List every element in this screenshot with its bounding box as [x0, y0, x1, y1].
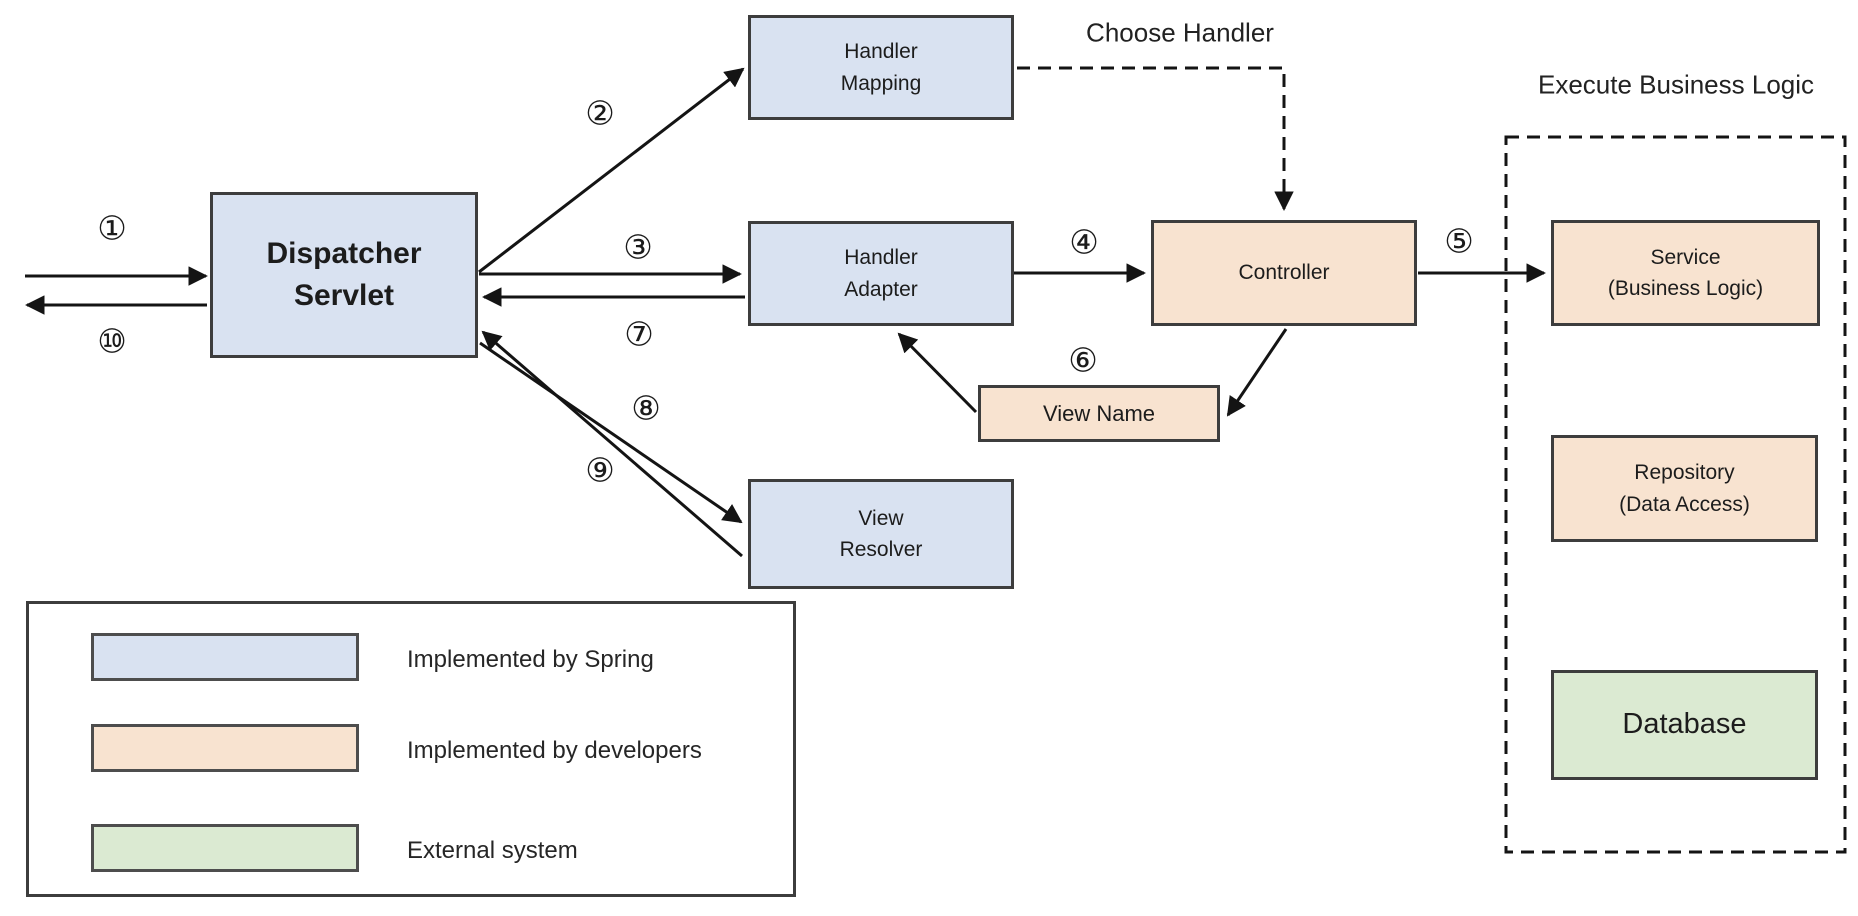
step-label-2: ②	[585, 93, 615, 133]
step-label-4: ④	[1069, 222, 1099, 262]
step-label-9: ⑨	[585, 450, 615, 490]
legend-label-spring: Implemented by Spring	[407, 646, 654, 673]
arrow-step-9-back-to-dispatcher	[481, 330, 743, 558]
execute-business-logic-label: Execute Business Logic	[1537, 69, 1815, 100]
view-resolver-node: View Resolver	[748, 479, 1014, 589]
legend-swatch-external	[91, 824, 359, 872]
service-node: Service (Business Logic)	[1551, 220, 1820, 326]
legend-swatch-spring	[91, 633, 359, 681]
choose-handler-connector	[1017, 66, 1294, 211]
handler-adapter-node: Handler Adapter	[748, 221, 1014, 326]
step-label-7: ⑦	[624, 314, 654, 354]
arrow-controller-to-view-name	[1226, 328, 1288, 417]
step-label-5: ⑤	[1444, 221, 1474, 261]
legend-label-external: External system	[407, 837, 578, 864]
view-name-node: View Name	[978, 385, 1220, 442]
dispatcher-servlet-node: Dispatcher Servlet	[210, 192, 478, 358]
controller-node: Controller	[1151, 220, 1417, 326]
arrow-step-8-to-view-resolver	[479, 341, 743, 524]
step-label-6: ⑥	[1068, 340, 1098, 380]
handler-mapping-node: Handler Mapping	[748, 15, 1014, 120]
legend-swatch-developers	[91, 724, 359, 772]
execute-business-logic-boundary	[1504, 135, 1847, 854]
step-label-10: ⑩	[97, 321, 127, 361]
step-label-3: ③	[623, 227, 653, 267]
legend-box: Implemented by Spring Implemented by dev…	[26, 601, 796, 897]
step-label-8: ⑧	[631, 388, 661, 428]
database-node: Database	[1551, 670, 1818, 780]
step-label-1: ①	[97, 208, 127, 248]
choose-handler-label: Choose Handler	[1086, 17, 1274, 48]
repository-node: Repository (Data Access)	[1551, 435, 1818, 542]
legend-label-developers: Implemented by developers	[407, 737, 702, 764]
arrow-step-2-to-handler-mapping	[478, 67, 745, 274]
arrow-step-6-view-name-to-handler-adapter	[897, 332, 978, 414]
